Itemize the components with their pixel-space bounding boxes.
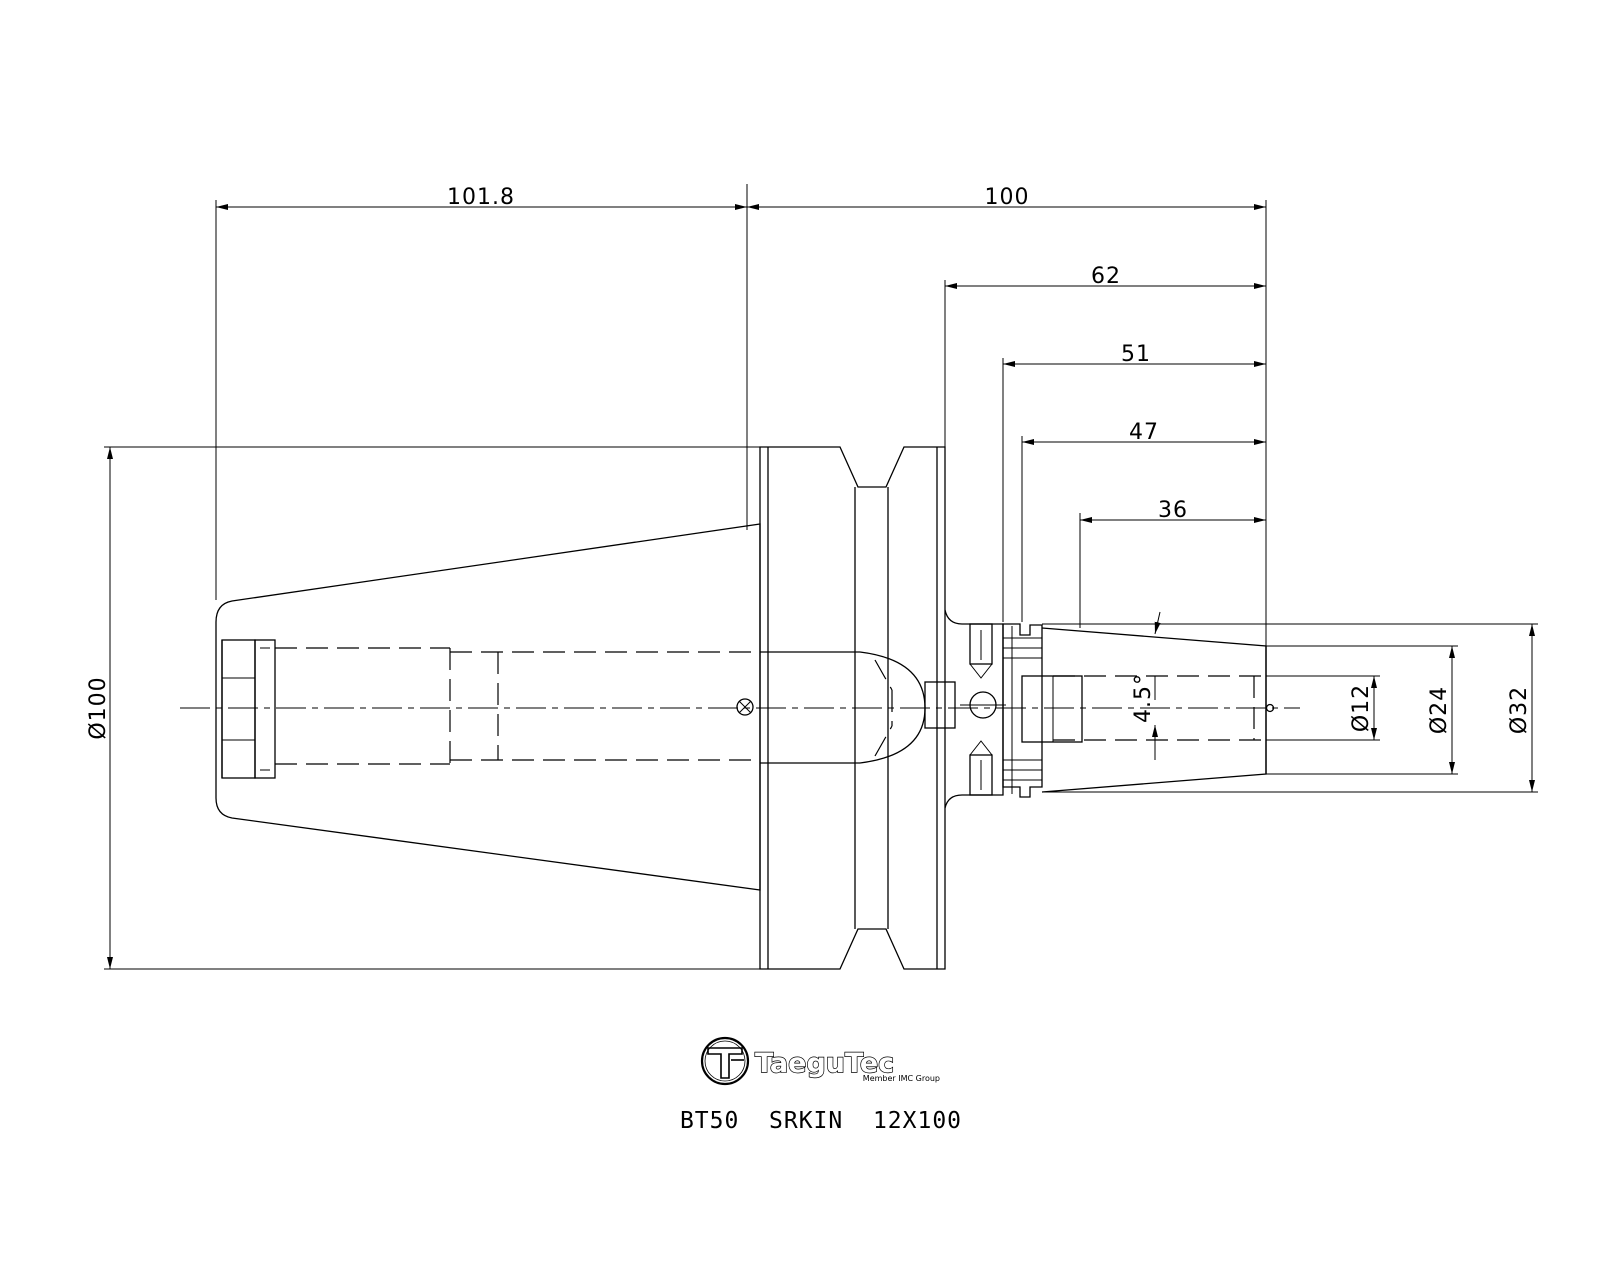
hidden-lines xyxy=(275,647,1266,765)
taegutec-logo: TaeguTec Member IMC Group xyxy=(700,1036,940,1086)
dim-dia-100: Ø100 xyxy=(86,676,111,739)
dim-dia-24: Ø24 xyxy=(1427,686,1452,734)
taegutec-emblem-icon xyxy=(700,1036,750,1086)
dim-36: 36 xyxy=(1158,498,1188,523)
flange-mark xyxy=(736,698,754,716)
dim-62: 62 xyxy=(1091,264,1121,289)
set-screws xyxy=(969,623,993,796)
part-caption: BT50 SRKIN 12X100 xyxy=(680,1108,962,1134)
logo-brand: TaeguTec xyxy=(755,1048,894,1079)
retention-end xyxy=(221,639,276,779)
dim-51: 51 xyxy=(1121,342,1151,367)
nose-body xyxy=(944,609,1267,809)
dim-47: 47 xyxy=(1129,420,1159,445)
dimension-lines xyxy=(104,184,1538,970)
dim-dia-32: Ø32 xyxy=(1507,686,1532,734)
gauge-point xyxy=(1265,703,1275,713)
dim-100: 100 xyxy=(985,185,1030,210)
taper-shank xyxy=(215,523,761,891)
dim-angle: 4.5° xyxy=(1131,673,1156,723)
dim-101-8: 101.8 xyxy=(447,185,515,210)
logo-tagline: Member IMC Group xyxy=(863,1074,940,1083)
dim-dia-12: Ø12 xyxy=(1349,684,1374,732)
